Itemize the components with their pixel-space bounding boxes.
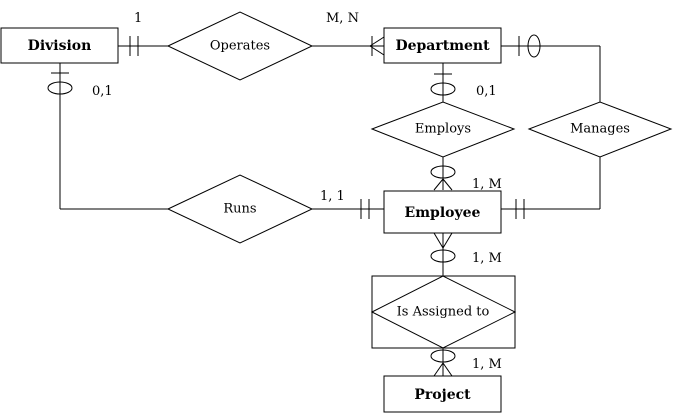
entity-division-label: Division: [28, 38, 92, 54]
relationship-runs[interactable]: Runs: [166, 174, 314, 244]
entity-employee[interactable]: Employee: [383, 190, 502, 234]
card-operates-division: 1: [134, 11, 142, 26]
card-employs-employee: 1, M: [472, 177, 502, 192]
mark-employee-manages-one: [515, 199, 525, 219]
card-division-runs: 0,1: [92, 84, 113, 99]
relationship-is-assigned-to[interactable]: Is Assigned to: [370, 275, 517, 349]
card-operates-department: M, N: [326, 11, 359, 26]
entity-division[interactable]: Division: [0, 27, 119, 64]
card-runs-employee: 1, 1: [320, 189, 345, 204]
cardinality-marks: [47, 34, 541, 377]
cardinality-labels: 1 M, N 0,1 0,1 1, M 1, 1 1, M 1, M: [92, 11, 502, 372]
card-employee-assigned: 1, M: [472, 251, 502, 266]
relationship-is-assigned-to-label: Is Assigned to: [397, 305, 490, 320]
mark-employee-assigned-many: [430, 232, 456, 263]
relationship-operates[interactable]: Operates: [166, 11, 314, 81]
mark-department-employs-zero-one: [430, 73, 456, 96]
entity-department[interactable]: Department: [383, 27, 502, 64]
relationship-manages-label: Manages: [570, 122, 630, 137]
entity-employee-label: Employee: [405, 205, 481, 221]
relationship-manages[interactable]: Manages: [527, 101, 673, 158]
mark-department-operates-many: [369, 36, 385, 56]
relationship-employs[interactable]: Employs: [370, 101, 516, 158]
mark-employee-runs-one: [360, 199, 370, 219]
mark-project-assigned-many: [430, 349, 456, 377]
mark-division-operates-one: [129, 36, 139, 56]
mark-division-runs-zero-one: [47, 72, 73, 95]
entity-project-label: Project: [414, 387, 471, 403]
connector-lines: [59, 45, 601, 376]
relationship-runs-label: Runs: [223, 202, 256, 217]
mark-department-manages-zero-one: [518, 34, 541, 58]
relationship-employs-label: Employs: [415, 122, 471, 137]
mark-employee-employs-many: [430, 165, 456, 191]
card-department-employs: 0,1: [476, 84, 497, 99]
entity-department-label: Department: [395, 38, 490, 54]
card-project-assigned: 1, M: [472, 357, 502, 372]
relationship-operates-label: Operates: [210, 39, 270, 54]
entity-project[interactable]: Project: [383, 375, 502, 413]
